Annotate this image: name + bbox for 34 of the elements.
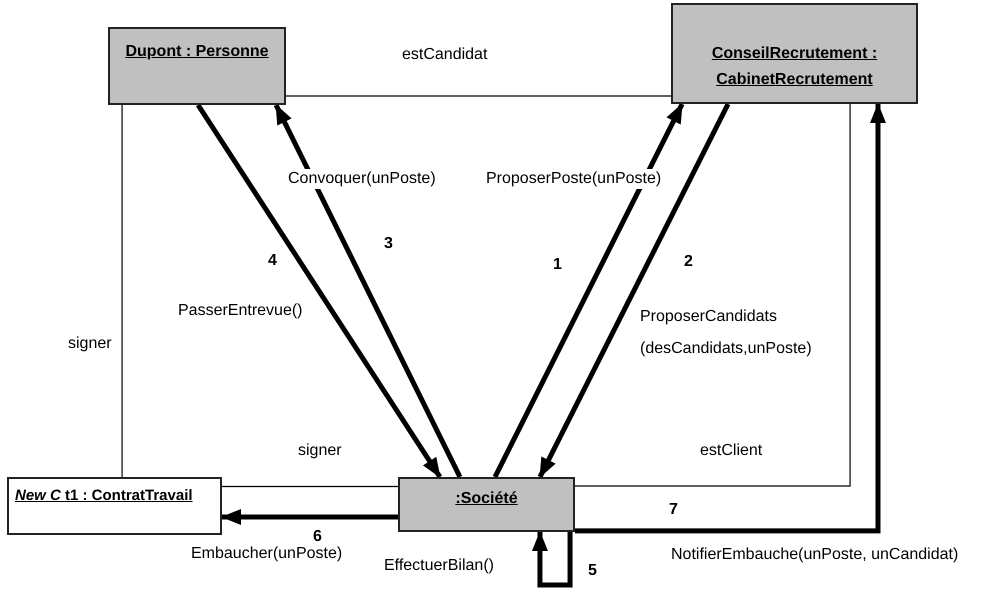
message-arrow [274, 104, 462, 478]
message-arrow [196, 104, 442, 478]
edge-label: Embaucher(unPoste) [189, 544, 344, 564]
edge-label: signer [296, 441, 344, 461]
sequence-number: 4 [268, 251, 277, 271]
sequence-number: 7 [669, 500, 678, 520]
edge-label: PasserEntrevue() [176, 301, 304, 321]
edge-label: ProposerPoste(unPoste) [484, 169, 664, 189]
object-name: Dupont : Personne [124, 42, 270, 62]
link-line [121, 105, 123, 477]
link-line [286, 95, 671, 97]
sequence-number: 5 [588, 561, 597, 581]
edge-label: signer [66, 334, 114, 354]
message-arrow [221, 508, 398, 525]
object-name: ConseilRecrutement : CabinetRecrutement [710, 44, 878, 90]
object-name: New C t1 : ContratTravail [15, 486, 194, 506]
message-arrow [575, 103, 886, 534]
edge-label: Convoquer(unPoste) [286, 169, 438, 189]
sequence-number: 1 [553, 255, 562, 275]
object-box [398, 477, 575, 532]
edge-label: NotifierEmbauche(unPoste, unCandidat) [669, 545, 960, 565]
object-box [108, 27, 286, 105]
message-arrow [538, 102, 730, 478]
object-box [671, 3, 918, 104]
edge-label: EffectuerBilan() [382, 556, 496, 576]
sequence-number: 6 [313, 527, 322, 546]
sequence-number: 3 [384, 234, 393, 254]
object-box [7, 477, 222, 535]
message-arrow [492, 102, 684, 478]
sequence-number: 2 [684, 252, 693, 272]
link-line [222, 486, 398, 488]
link-line [575, 104, 851, 487]
message-arrow [532, 531, 573, 588]
object-name: :Société [454, 489, 519, 509]
